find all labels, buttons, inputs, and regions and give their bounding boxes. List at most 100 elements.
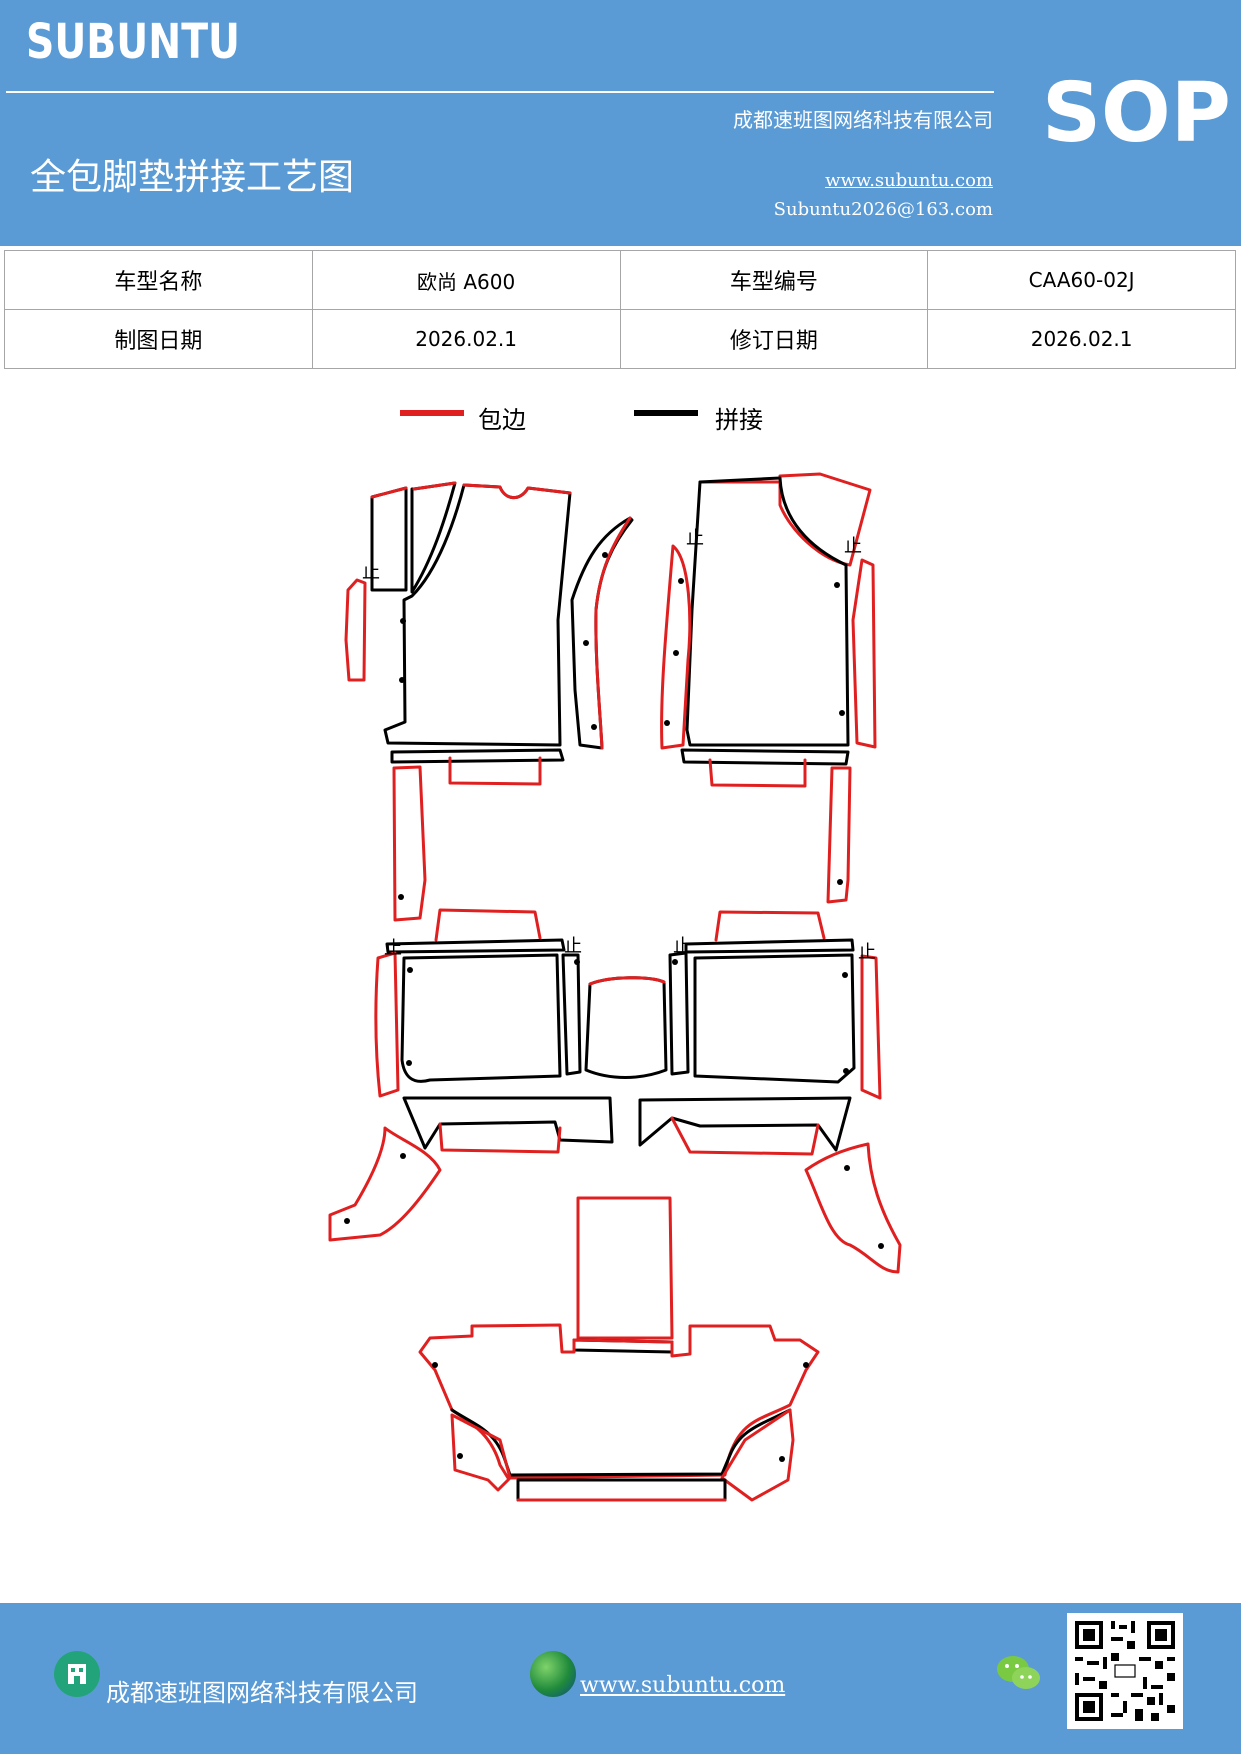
legend-joint-swatch [634,410,698,416]
legend-edge-label: 包边 [478,406,526,434]
website-link[interactable]: www.subuntu.com [825,170,993,191]
mat-piece [418,1323,820,1480]
mat-piece [561,953,582,1076]
footer-website-link[interactable]: www.subuntu.com [580,1673,786,1698]
mat-piece [402,1096,614,1150]
mat-piece [516,1478,727,1502]
rivet-dot [878,1243,884,1249]
mat-piece [668,951,690,1076]
rivet-dot [673,650,679,656]
mat-piece-edge [438,1122,562,1154]
mat-piece [804,1142,902,1274]
legend-joint-label: 拼接 [715,406,763,434]
mat-piece [684,938,855,954]
building-icon [54,1651,100,1697]
mat-piece [450,1413,512,1492]
rivet-dot [842,972,848,978]
footer-company: 成都速班图网络科技有限公司 [106,1679,418,1707]
revise-date-value: 2026.02.1 [927,309,1236,369]
mat-piece [826,766,852,904]
mat-piece-edge [412,481,457,491]
mat-piece [392,765,427,922]
draw-date-label: 制图日期 [4,309,313,369]
mat-piece [660,544,692,750]
stop-marker: 止 [686,528,704,549]
stop-marker: 止 [858,942,876,963]
mat-piece [720,1408,795,1502]
qr-code [1067,1613,1183,1729]
mat-piece-edge [588,976,666,986]
stop-marker: 止 [673,936,691,957]
mat-piece [576,1196,674,1340]
rivet-dot [844,1165,850,1171]
rivet-dot [602,552,608,558]
rivet-dot [834,582,840,588]
mat-piece [698,472,872,567]
rivet-dot [803,1362,809,1368]
rivet-dot [839,710,845,716]
globe-icon [530,1651,576,1697]
mat-piece-edge [670,1116,820,1156]
page-title: 全包脚垫拼接工艺图 [30,157,355,198]
sop-label: SOP [1042,66,1231,161]
rivet-dot [591,724,597,730]
rivet-dot [400,1153,406,1159]
mat-piece-edge [594,516,632,750]
model-name-value: 欧尚 A600 [311,250,621,310]
mat-piece-edge [448,756,542,786]
mat-piece [680,748,850,766]
mat-piece-edge [434,908,542,942]
rivet-dot [407,967,413,973]
stop-marker: 止 [564,936,582,957]
company-name: 成都速班图网络科技有限公司 [733,108,993,132]
rivet-dot [400,618,406,624]
rivet-dot [406,1060,412,1066]
mat-piece [328,1126,442,1242]
rivet-dot [398,894,404,900]
header-divider [6,91,994,93]
info-table: 车型名称 欧尚 A600 车型编号 CAA60-02J 制图日期 2026.02… [4,250,1236,369]
rivet-dot [664,720,670,726]
stop-marker: 止 [844,536,862,557]
rivet-dot [574,959,580,965]
mat-piece [685,476,850,747]
model-code-value: CAA60-02J [927,250,1236,310]
mat-piece [374,951,400,1098]
mat-piece-edge [370,486,408,499]
rivet-dot [672,959,678,965]
draw-date-value: 2026.02.1 [311,309,621,369]
mat-piece-edge [708,758,807,788]
email-text: Subuntu2026@163.com [773,199,993,220]
stop-marker: 止 [384,938,402,959]
mat-piece [385,938,566,954]
mat-piece [851,558,877,749]
legend-edge-swatch [400,410,464,416]
mat-piece [693,953,856,1084]
brand-logo: SUBUNTU [26,14,241,70]
info-row: 车型名称 欧尚 A600 车型编号 CAA60-02J [4,250,1236,310]
mat-piece [400,953,562,1083]
mat-piece [584,976,668,1079]
stop-marker: 止 [362,562,380,583]
mat-piece [390,748,565,764]
model-code-label: 车型编号 [619,250,929,310]
rivet-dot [837,879,843,885]
model-name-label: 车型名称 [4,250,313,310]
mat-piece-edge [462,483,572,500]
footer: 成都速班图网络科技有限公司 www.subuntu.com [0,1603,1241,1754]
wechat-icon[interactable] [996,1653,1042,1697]
rivet-dot [779,1456,785,1462]
legend: 包边 拼接 [400,400,800,440]
rivet-dot [678,578,684,584]
mat-piece [570,516,634,750]
mat-piece [638,1096,852,1152]
rivet-dot [583,640,589,646]
rivet-dot [843,1068,849,1074]
mat-piece [860,954,882,1100]
mat-piece [410,481,457,594]
floor-mat-diagram: 止 止 止 止 止 止 止 [328,472,902,1502]
header: SUBUNTU 成都速班图网络科技有限公司 全包脚垫拼接工艺图 www.subu… [0,0,1241,246]
rivet-dot [457,1453,463,1459]
mat-piece [450,1408,792,1477]
info-row: 制图日期 2026.02.1 修订日期 2026.02.1 [4,309,1236,369]
